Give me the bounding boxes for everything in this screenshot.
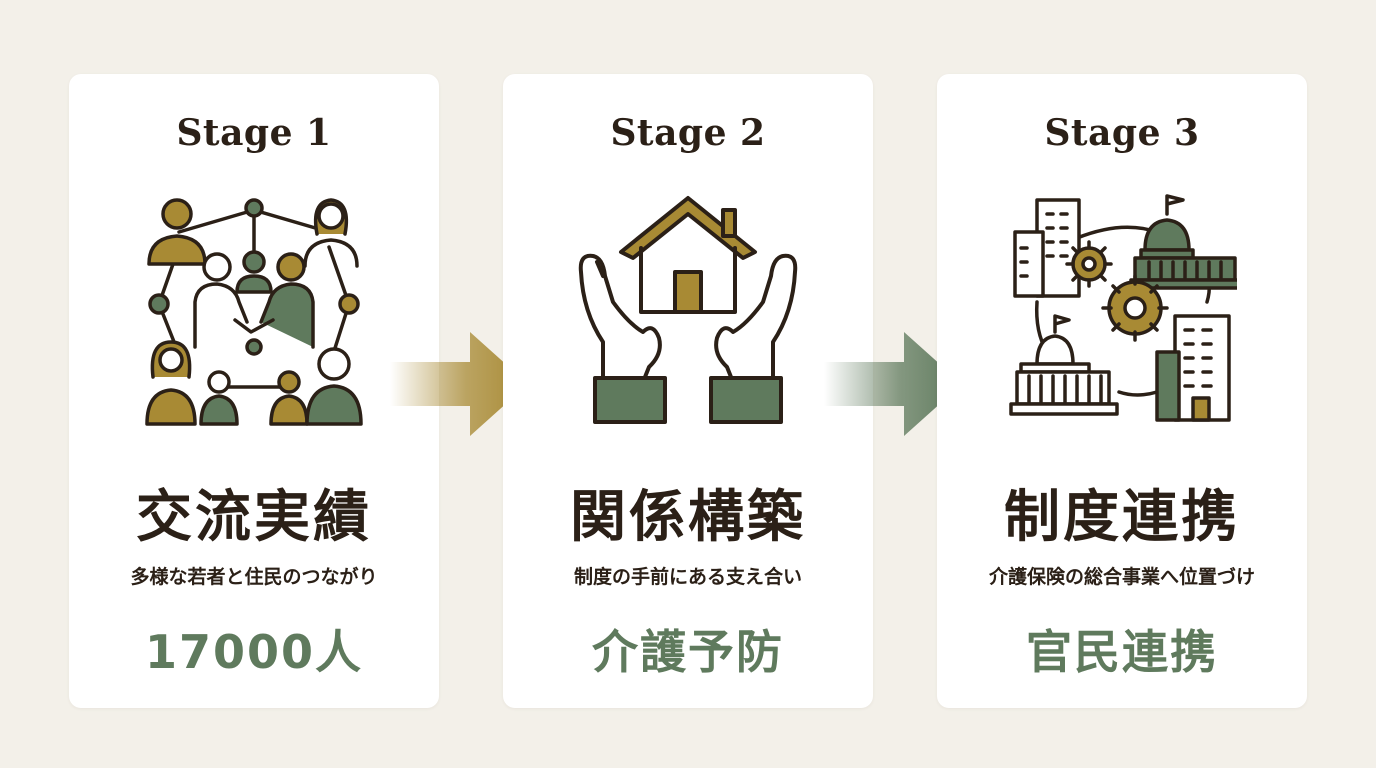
hands-holding-house-icon xyxy=(578,196,798,424)
stage-card-1: Stage 1 xyxy=(69,74,439,708)
government-buildings-gears-icon xyxy=(1009,194,1237,422)
stage-description: 多様な若者と住民のつながり xyxy=(130,566,378,588)
stage-metric: 17000人 xyxy=(144,625,364,679)
arrow-right-icon xyxy=(390,332,528,436)
stage-heading: 関係構築 xyxy=(570,484,806,550)
stage-card-2: Stage 2 関係構築 制度の手前にある支え合い 介護予防 xyxy=(503,74,873,708)
people-network-handshake-icon xyxy=(145,198,363,426)
stage-heading: 交流実績 xyxy=(136,484,372,550)
stage-metric: 官民連携 xyxy=(1026,625,1218,679)
arrow-right-icon xyxy=(824,332,962,436)
stage-label: Stage 1 xyxy=(176,112,332,154)
stage-card-3: Stage 3 xyxy=(937,74,1307,708)
stage-metric: 介護予防 xyxy=(592,625,784,679)
stage-heading: 制度連携 xyxy=(1004,484,1240,550)
stage-label: Stage 3 xyxy=(1044,112,1200,154)
stage-description: 制度の手前にある支え合い xyxy=(573,566,802,588)
stage-label: Stage 2 xyxy=(610,112,766,154)
stage-description: 介護保険の総合事業へ位置づけ xyxy=(988,566,1255,588)
